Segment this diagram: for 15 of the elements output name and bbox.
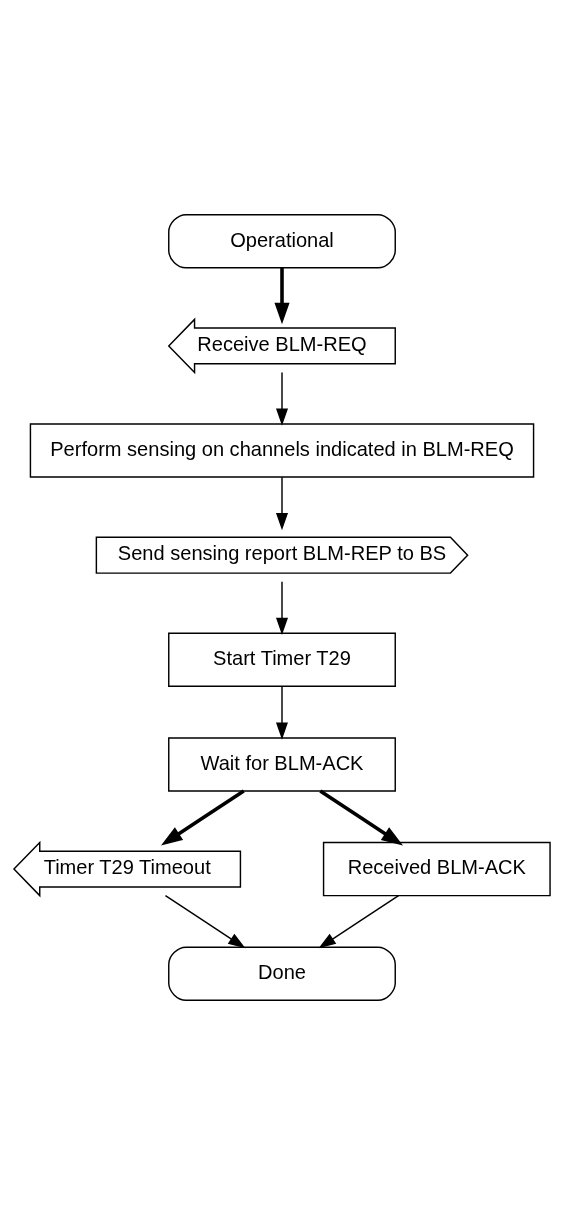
node-box: Perform sensing on channels indicated in BLM-REQ bbox=[29, 422, 535, 478]
arrow bbox=[275, 475, 289, 530]
arrow bbox=[275, 580, 289, 635]
arrow bbox=[164, 894, 246, 948]
arrow bbox=[319, 789, 403, 845]
arrow bbox=[318, 894, 400, 948]
arrow bbox=[161, 789, 245, 845]
node-box: Received BLM-ACK bbox=[322, 841, 551, 896]
node-box: Wait for BLM-ACK bbox=[168, 736, 396, 792]
node-box: Done bbox=[168, 946, 396, 1001]
arrow bbox=[275, 371, 289, 426]
arrow bbox=[274, 267, 290, 324]
node-box: Operational bbox=[168, 213, 396, 268]
node-box: Start Timer T29 bbox=[168, 632, 396, 687]
arrow bbox=[275, 685, 289, 740]
